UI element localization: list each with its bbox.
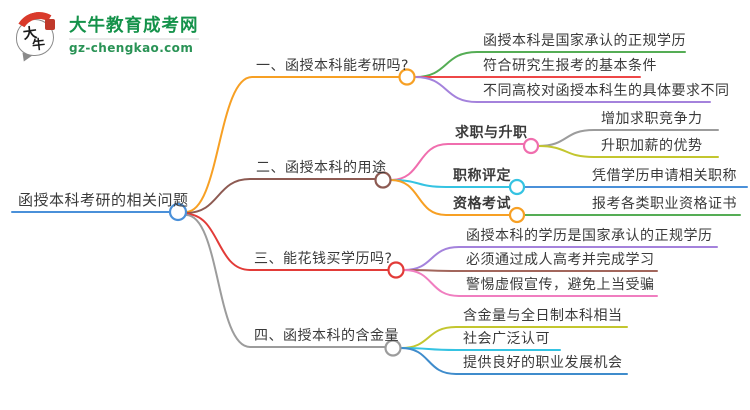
mindmap-node-mindmap-branches-0-children-2[interactable]: 不同高校对函授本科生的具体要求不同 bbox=[483, 83, 730, 99]
branch-connector bbox=[185, 214, 387, 348]
node-junction-circle[interactable] bbox=[387, 261, 405, 279]
mindmap-node-mindmap-branches-1-children-2[interactable]: 资格考试 bbox=[453, 196, 511, 212]
logo-bull-icon: 大 牛 bbox=[9, 6, 69, 66]
mindmap-node-mindmap-branches-2[interactable]: 三、能花钱买学历吗? bbox=[254, 251, 393, 267]
mindmap-node-mindmap-branches-0-children-0[interactable]: 函授本科是国家承认的正规学历 bbox=[483, 33, 686, 49]
branch-connector bbox=[400, 347, 628, 375]
mindmap-node-mindmap-branches-1-children-0-children-1[interactable]: 升职加薪的优势 bbox=[601, 138, 703, 154]
mindmap-node-mindmap-branches-2-children-1[interactable]: 必须通过成人高考并完成学习 bbox=[466, 252, 655, 268]
branch-connector bbox=[414, 51, 686, 78]
mindmap-node-mindmap-branches-0[interactable]: 一、函授本科能考研吗? bbox=[256, 58, 409, 74]
node-junction-circle[interactable] bbox=[522, 137, 540, 155]
branch-connector bbox=[403, 269, 658, 272]
node-junction-circle[interactable] bbox=[508, 206, 526, 224]
mindmap-node-mindmap-branches-3-children-1[interactable]: 社会广泛认可 bbox=[463, 331, 550, 347]
mindmap-node-mindmap-branches-3-children-0[interactable]: 含金量与全日制本科相当 bbox=[463, 308, 623, 324]
node-junction-circle[interactable] bbox=[398, 68, 416, 86]
mindmap-node-mindmap-branches-0-children-1[interactable]: 符合研究生报考的基本条件 bbox=[483, 58, 657, 74]
logo-char-bottom: 牛 bbox=[31, 37, 46, 54]
node-junction-circle[interactable] bbox=[374, 171, 392, 189]
mindmap-node-mindmap-branches-2-children-0[interactable]: 函授本科的学历是国家承认的正规学历 bbox=[466, 228, 713, 244]
branch-connector bbox=[414, 76, 711, 103]
mindmap-node-mindmap-branches-1-children-1-children-0[interactable]: 凭借学历申请相关职称 bbox=[592, 168, 737, 184]
branch-connector bbox=[185, 213, 390, 271]
mindmap-node-mindmap-branches-1-children-0-children-0[interactable]: 增加求职竞争力 bbox=[601, 111, 703, 127]
node-junction-circle[interactable] bbox=[384, 339, 402, 357]
site-logo: 大 牛 大牛教育成考网 gz-chengkao.com bbox=[9, 6, 199, 66]
mindmap-node-mindmap-branches-1[interactable]: 二、函授本科的用途 bbox=[256, 160, 387, 176]
branch-connector bbox=[185, 178, 377, 214]
mindmap-node-mindmap-branches-1-children-1[interactable]: 职称评定 bbox=[453, 168, 511, 184]
mindmap-node-mindmap-branches-3-children-2[interactable]: 提供良好的职业发展机会 bbox=[463, 355, 623, 371]
logo-red-seal bbox=[45, 19, 55, 30]
branch-connector bbox=[403, 269, 658, 297]
mindmap-node-mindmap-branches-2-children-2[interactable]: 警惕虚假宣传，避免上当受骗 bbox=[466, 277, 655, 293]
logo-site-url: gz-chengkao.com bbox=[69, 37, 199, 55]
mindmap-node-mindmap-branches-1-children-0[interactable]: 求职与升职 bbox=[455, 125, 528, 141]
branch-connector bbox=[537, 145, 719, 158]
branch-connector bbox=[400, 347, 561, 351]
mindmap-node-mindmap-branches-3[interactable]: 四、函授本科的含金量 bbox=[254, 328, 399, 344]
mindmap-node-mindmap-branches-1-children-2-children-0[interactable]: 报考各类职业资格证书 bbox=[592, 196, 737, 212]
node-junction-circle[interactable] bbox=[168, 202, 188, 222]
logo-site-name: 大牛教育成考网 bbox=[69, 15, 199, 36]
branch-connector bbox=[185, 76, 401, 213]
branch-connector bbox=[390, 143, 525, 181]
logo-text: 大牛教育成考网 gz-chengkao.com bbox=[69, 16, 199, 55]
node-junction-circle[interactable] bbox=[508, 178, 526, 196]
mindmap-node-mindmap-root[interactable]: 函授本科考研的相关问题 bbox=[18, 191, 189, 209]
branch-connector bbox=[390, 179, 511, 216]
